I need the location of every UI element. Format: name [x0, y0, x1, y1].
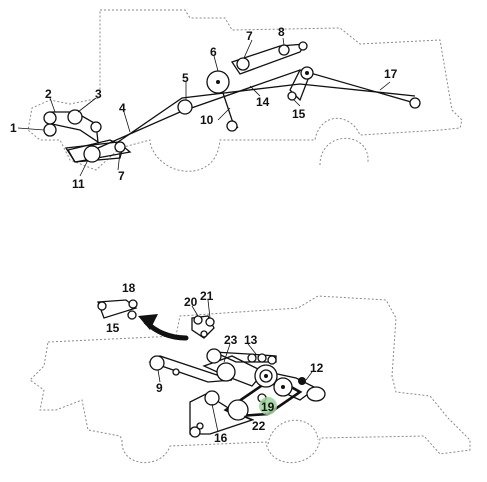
pulley-13b	[257, 353, 267, 363]
leader-7a	[117, 151, 121, 171]
callout-17: 17	[384, 67, 398, 81]
callout-b18: 18	[122, 281, 136, 295]
bottom-wheel-arc	[267, 419, 319, 445]
top-pulley-5	[177, 99, 193, 115]
bottom-machine-outline	[29, 295, 471, 464]
leader-b13	[247, 343, 257, 355]
callout-b23: 23	[224, 333, 238, 347]
leader-15	[293, 99, 301, 107]
leader-11	[79, 159, 89, 177]
top-pulley-8b	[298, 41, 308, 51]
leader-b22	[243, 415, 255, 421]
top-pulley-17b	[409, 97, 421, 109]
pulley-20b	[200, 330, 208, 338]
callout-15: 15	[292, 107, 306, 121]
callout-b19: 19	[261, 400, 275, 414]
leader-10	[217, 107, 231, 121]
top-pulley-3	[67, 109, 83, 125]
pulley-12-ring	[306, 386, 326, 402]
pulley-13a	[247, 353, 257, 363]
pulley-16b	[189, 426, 201, 438]
pulley-13c	[267, 355, 277, 365]
pulley-23b	[216, 362, 236, 382]
callout-3: 3	[95, 87, 102, 101]
inset-pulley-a	[97, 301, 107, 311]
callout-8: 8	[278, 25, 285, 39]
top-pulley-2	[43, 111, 57, 125]
inset-pulley-c	[127, 310, 137, 320]
top-hub-17	[305, 71, 309, 75]
top-pulley-7a	[114, 141, 126, 153]
leader-3	[77, 97, 97, 113]
top-wheel-arc	[319, 137, 369, 166]
pulley-23	[206, 348, 222, 364]
top-pulley-8	[278, 44, 290, 56]
leader-b21	[207, 299, 211, 319]
leader-b16	[211, 403, 219, 433]
callout-b9: 9	[156, 381, 163, 395]
pulley-12-black	[298, 377, 306, 385]
leader-b12	[305, 371, 313, 381]
leader-4	[123, 111, 131, 133]
callout-b13: 13	[244, 333, 258, 347]
move-arrow-head	[138, 314, 158, 330]
leader-b20	[191, 305, 199, 317]
leader-14	[249, 85, 261, 97]
callout-b15: 15	[106, 321, 120, 335]
pulley-9	[149, 355, 165, 371]
callout-b21: 21	[200, 289, 214, 303]
callout-7b: 7	[246, 29, 253, 43]
hub-12	[281, 385, 285, 389]
leader-7b	[243, 39, 253, 59]
top-pulley-1	[43, 123, 57, 137]
top-pulley-a	[90, 121, 102, 133]
top-pulley-7b	[236, 57, 250, 71]
inset-pulley-b	[128, 299, 138, 309]
top-view: 1 2 3 4 5 6 7 7 8 10 11 14 15 17	[10, 9, 463, 191]
top-pulley-10	[226, 120, 238, 132]
top-pulley-11	[83, 145, 101, 163]
callout-2: 2	[45, 87, 52, 101]
callout-b16: 16	[214, 431, 228, 445]
callout-7a: 7	[118, 169, 125, 183]
top-hub-6	[216, 80, 220, 84]
callout-1: 1	[10, 121, 17, 135]
highlight-19	[259, 397, 277, 415]
bottom-view: 18 15 20 21 23 13 12 9 19 22 16	[29, 281, 471, 464]
top-pulley-15	[287, 91, 297, 101]
top-belt-main-return	[117, 83, 416, 143]
leader-b23	[223, 343, 231, 363]
leader-8	[282, 37, 285, 46]
leader-6	[213, 55, 219, 72]
pulley-16a	[204, 390, 220, 406]
inset-belt-18	[97, 299, 138, 319]
pulley-16c	[196, 422, 204, 430]
pulley-22	[227, 399, 249, 421]
belt-20-21	[191, 315, 215, 339]
callout-b12: 12	[310, 361, 324, 375]
belt-13	[213, 351, 277, 363]
leader-17	[379, 81, 391, 91]
leader-2	[49, 97, 56, 113]
pulley-21	[205, 317, 215, 327]
leader-b9	[157, 369, 161, 383]
hub-center	[264, 374, 268, 378]
callout-5: 5	[182, 71, 189, 85]
callout-4: 4	[119, 101, 126, 115]
callout-b22: 22	[252, 419, 266, 433]
callout-11: 11	[72, 177, 85, 191]
leader-1	[17, 127, 45, 131]
pulley-20	[193, 315, 203, 325]
callout-6: 6	[210, 45, 217, 59]
callout-10: 10	[200, 113, 214, 127]
top-belt-main	[97, 69, 419, 149]
callout-14: 14	[256, 95, 270, 109]
pulley-9b	[172, 368, 180, 376]
callout-b20: 20	[184, 295, 198, 309]
